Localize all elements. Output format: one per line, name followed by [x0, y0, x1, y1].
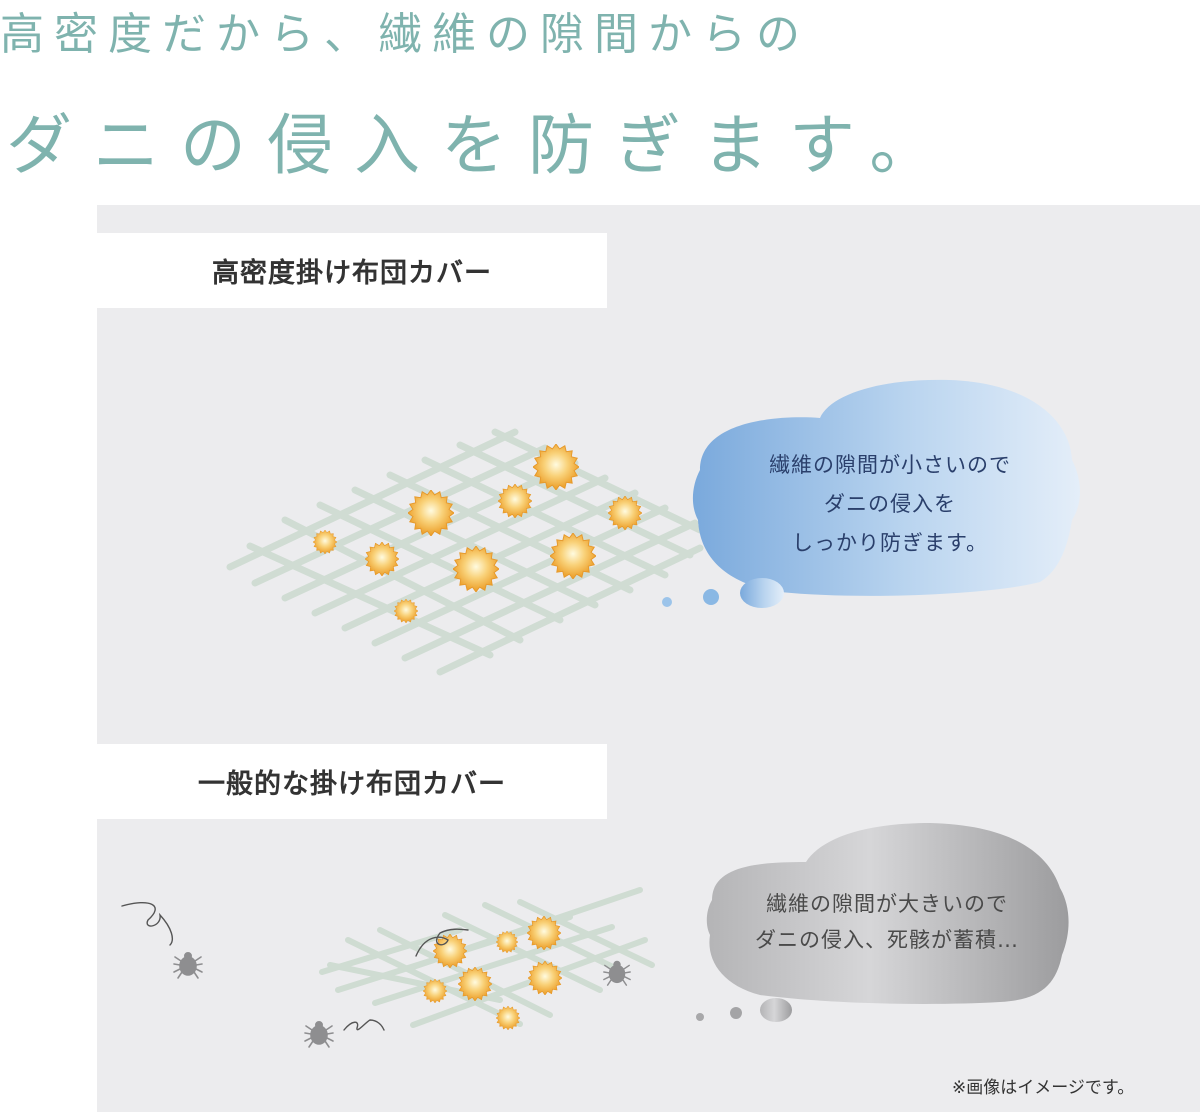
headline-line-1: 高密度だから、繊維の隙間からの: [0, 9, 810, 60]
bubble-text-high-density: 繊維の隙間が小さいので ダニの侵入を しっかり防ぎます。: [700, 446, 1080, 563]
dense-fabric-mesh: [226, 428, 704, 676]
thought-bubble-blue: [662, 379, 1080, 608]
headline-line-2: ダニの侵入を防ぎます。: [6, 107, 957, 184]
section-label-box-general: 一般的な掛け布団カバー: [97, 744, 607, 819]
bubble-text-general: 繊維の隙間が大きいので ダニの侵入、死骸が蓄積…: [712, 886, 1062, 958]
bubble-line: 繊維の隙間が小さいので: [769, 453, 1011, 477]
section-label-general: 一般的な掛け布団カバー: [198, 769, 506, 800]
thought-bubble-gray: [696, 823, 1069, 1022]
bubble-line: 繊維の隙間が大きいので: [766, 892, 1008, 916]
mite-motion-trails: [121, 902, 469, 1031]
section-label-box-high-density: 高密度掛け布団カバー: [97, 233, 607, 308]
image-disclaimer-note: ※画像はイメージです。: [952, 1078, 1135, 1098]
loose-fabric-mesh: [319, 887, 655, 1028]
bubble-line: ダニの侵入、死骸が蓄積…: [755, 928, 1019, 952]
bubble-line: ダニの侵入を: [824, 492, 956, 516]
bubble-line: しっかり防ぎます。: [792, 531, 988, 555]
section-label-high-density: 高密度掛け布団カバー: [212, 258, 492, 289]
